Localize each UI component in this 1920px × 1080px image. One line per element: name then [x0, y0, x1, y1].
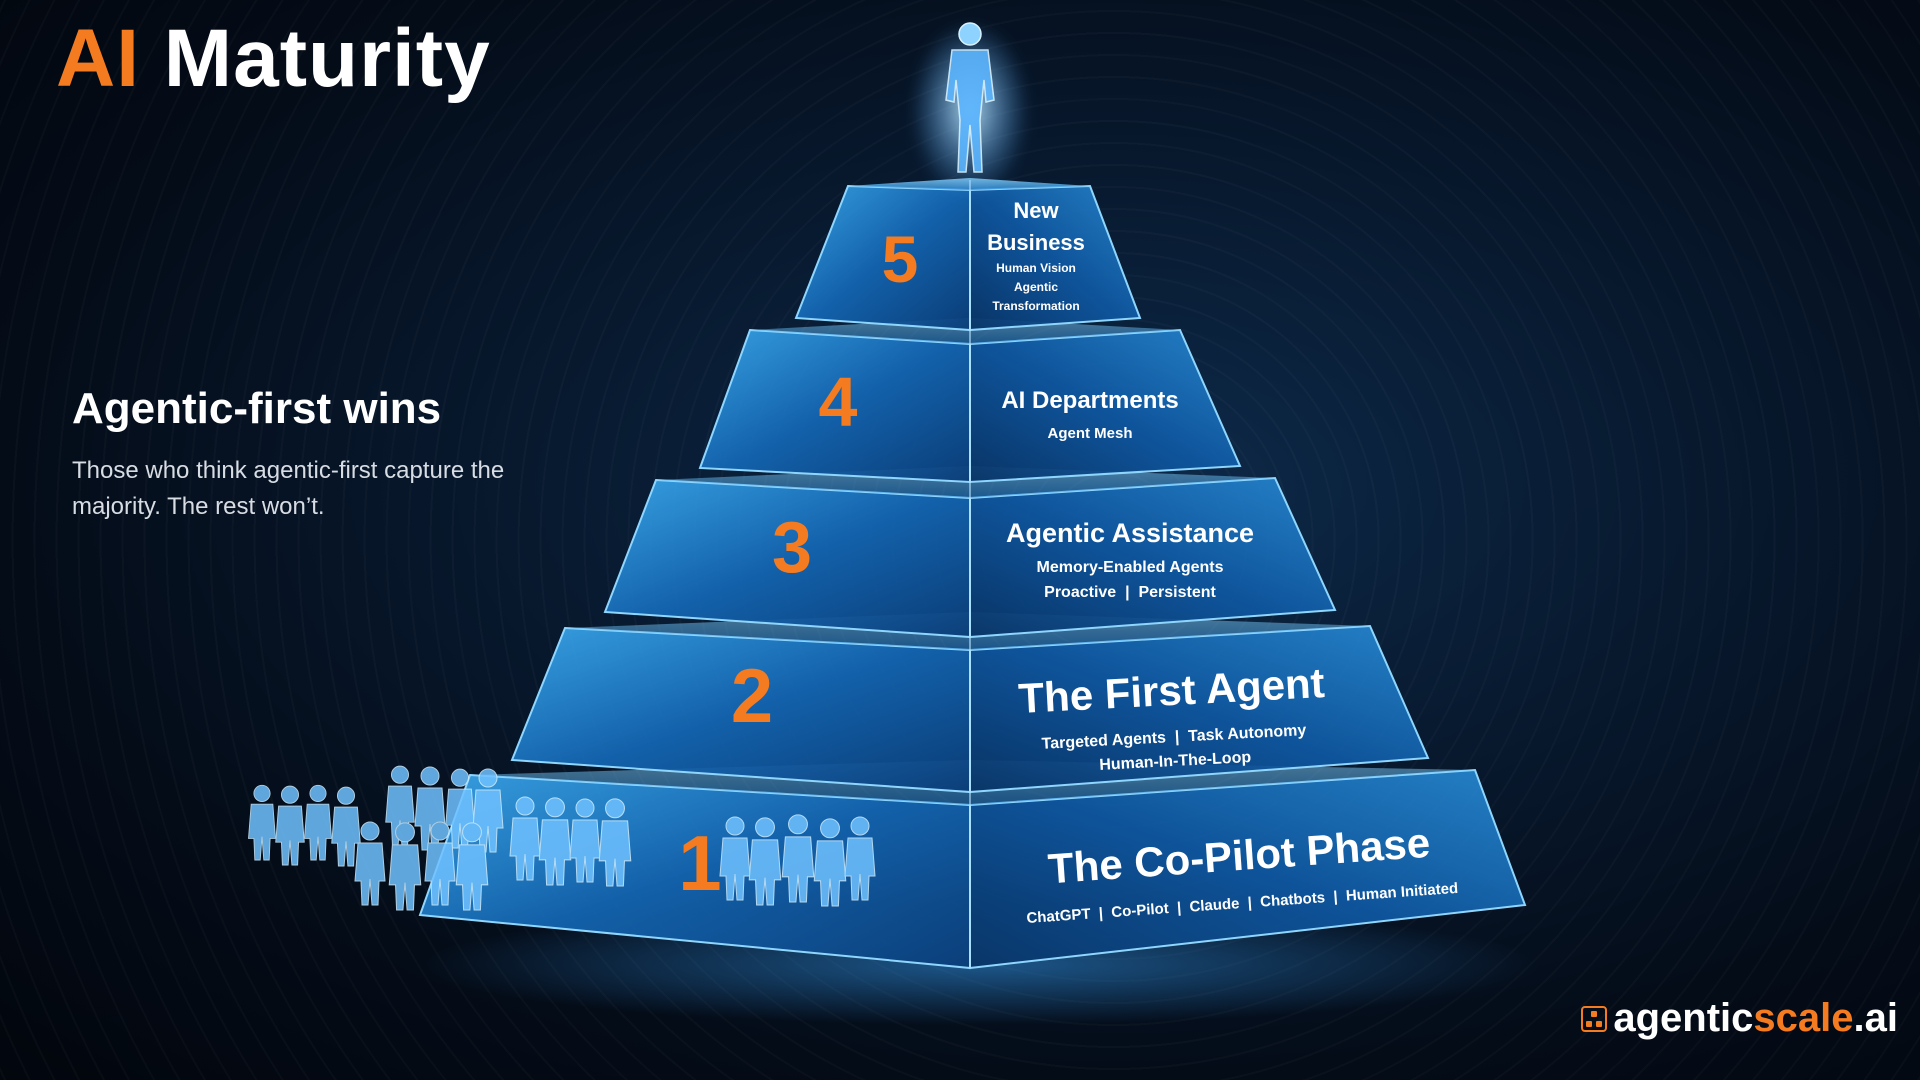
slide-title: AI Maturity	[56, 18, 491, 100]
tier-4-number: 4	[819, 363, 858, 441]
tier-3-title: Agentic Assistance	[1006, 518, 1254, 548]
tier-5-number: 5	[882, 222, 919, 296]
tier-5-title-line2: Business	[987, 230, 1085, 255]
tier-4-title: AI Departments	[1001, 387, 1178, 414]
subtext: Those who think agentic-first capture th…	[72, 457, 505, 520]
tier-3-sub2: Proactive | Persistent	[1044, 584, 1216, 601]
tier-4-sub1: Agent Mesh	[1047, 425, 1132, 442]
title-main: Maturity	[163, 13, 491, 104]
tier-5-sub2: Agentic	[1014, 280, 1058, 294]
tier-5-sub1: Human Vision	[996, 261, 1076, 275]
tier-2-number: 2	[731, 654, 773, 739]
tier-5-sub3: Transformation	[992, 299, 1079, 313]
logo-icon	[1581, 1005, 1608, 1032]
headline: Agentic-first wins	[72, 384, 442, 433]
brand-part3: .ai	[1853, 996, 1898, 1040]
pyramid-tier-4	[698, 318, 1242, 484]
tier-1-number: 1	[678, 819, 721, 907]
tier-5-title-line1: New	[1013, 198, 1059, 223]
crowd-icon	[248, 765, 876, 911]
leader-figure-icon	[910, 20, 1030, 200]
pyramid-tier-5	[794, 178, 1142, 332]
title-accent: AI	[56, 13, 140, 104]
tier-3-number: 3	[772, 508, 812, 588]
tier-3-sub1: Memory-Enabled Agents	[1037, 559, 1224, 576]
brand-part2: scale	[1753, 996, 1854, 1040]
brand-part1: agentic	[1613, 996, 1754, 1040]
